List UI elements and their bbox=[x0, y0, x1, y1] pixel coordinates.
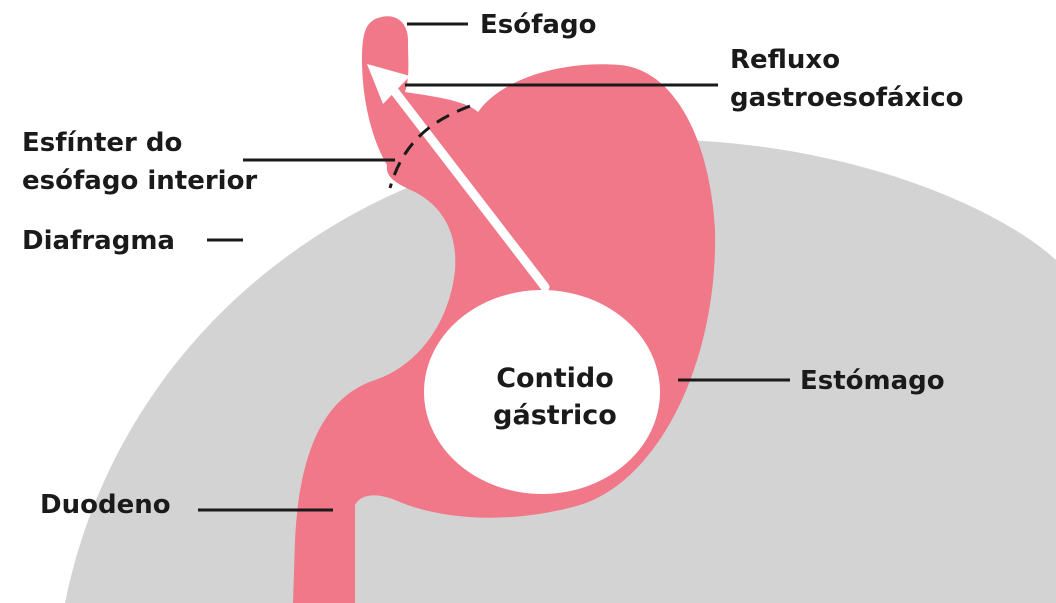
reflux-label-line2: gastroesofáxico bbox=[730, 83, 964, 113]
duodenum-label: Duodeno bbox=[40, 490, 171, 520]
sphincter-label-line2: esófago interior bbox=[22, 166, 257, 196]
diaphragm-label: Diafragma bbox=[22, 226, 175, 256]
stomach-label: Estómago bbox=[800, 366, 945, 396]
gastric-contents-label-line2: gástrico bbox=[493, 400, 617, 431]
sphincter-label-line1: Esfínter do bbox=[22, 128, 182, 158]
gastric-contents-label-line1: Contido bbox=[496, 363, 614, 394]
reflux-label-line1: Refluxo bbox=[730, 45, 840, 75]
esophagus-label: Esófago bbox=[480, 10, 596, 40]
